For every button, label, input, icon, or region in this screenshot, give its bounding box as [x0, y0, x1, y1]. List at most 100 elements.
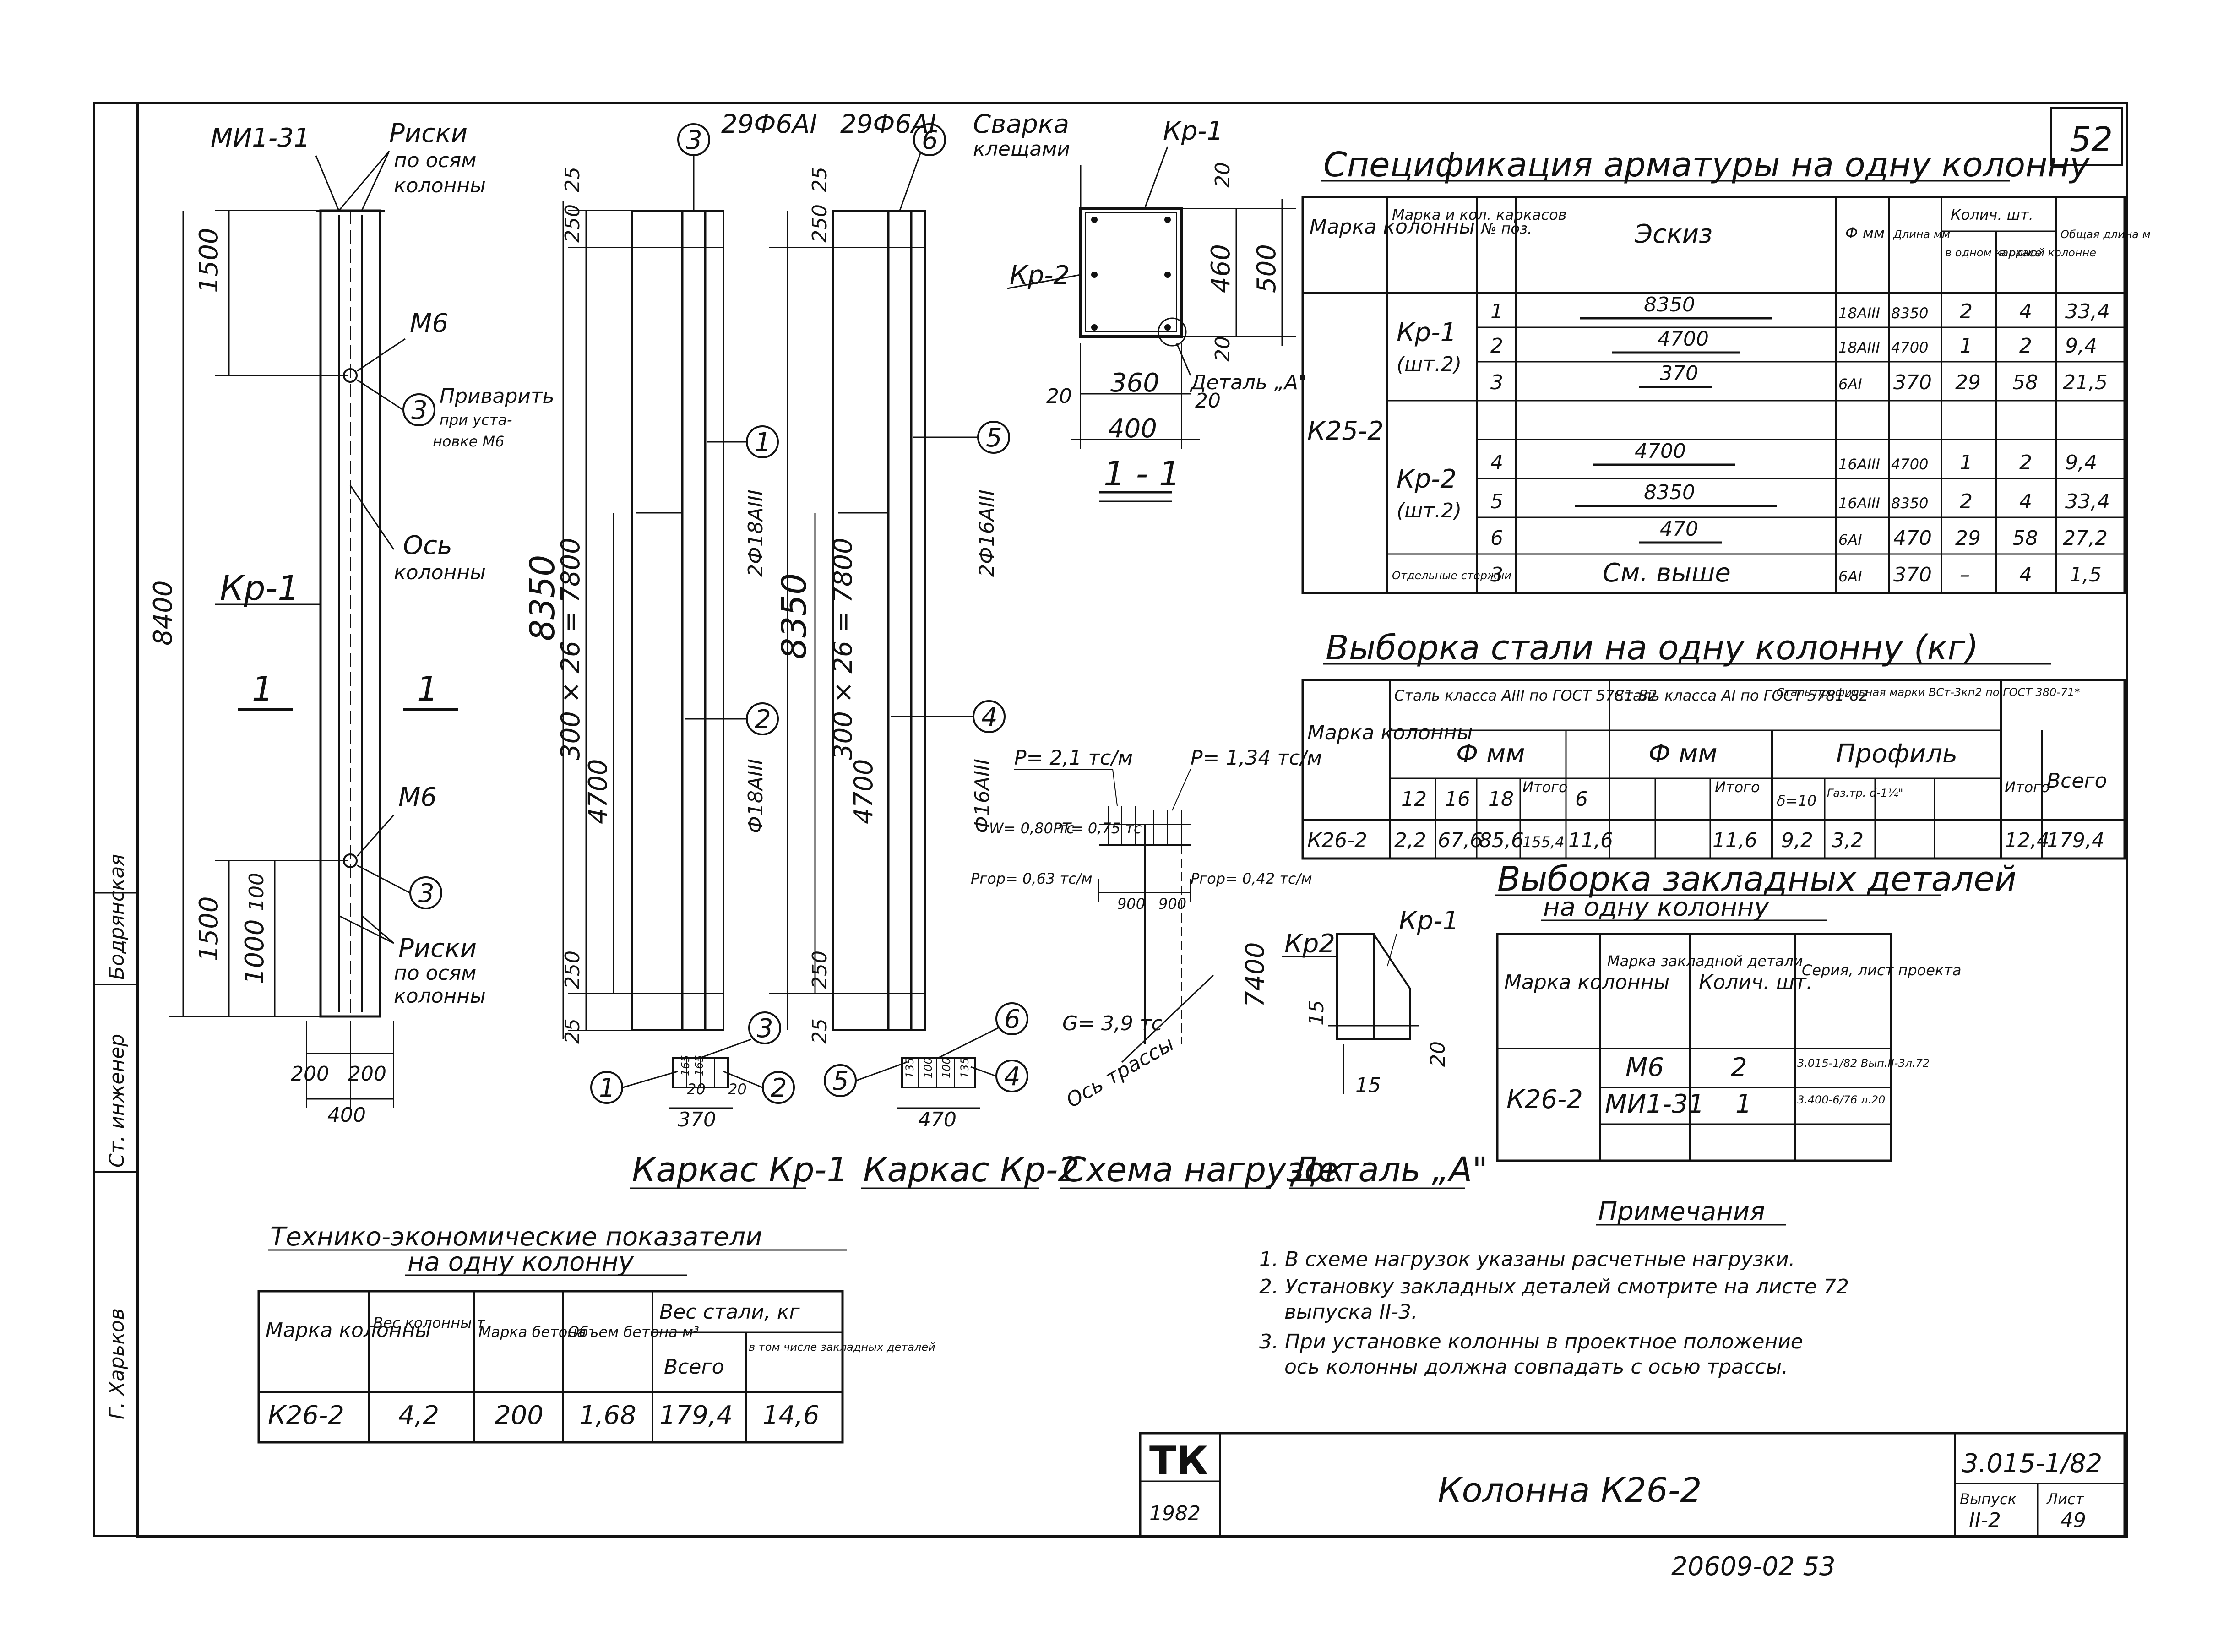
svg-text:6АI: 6АI [1838, 375, 1862, 393]
svg-text:470: 470 [1660, 517, 1698, 541]
stamp-city: Г. Харьков [105, 1308, 129, 1419]
svg-text:1,5: 1,5 [2070, 563, 2102, 587]
svg-text:4,2: 4,2 [398, 1401, 439, 1430]
tk-logo: ТК [1149, 1438, 1208, 1484]
svg-text:Всего: Всего [664, 1355, 724, 1379]
svg-text:–: – [1960, 563, 1970, 587]
svg-text:Кр-2: Кр-2 [1010, 261, 1070, 290]
svg-text:К26-2: К26-2 [1307, 829, 1367, 852]
svg-text:Ф16АIII: Ф16АIII [971, 759, 994, 833]
svg-text:2: 2 [755, 705, 771, 734]
svg-text:4700: 4700 [583, 759, 613, 824]
svg-text:Марка колонны: Марка колонны [1504, 971, 1669, 994]
svg-text:ось колонны должна совпадать с: ось колонны должна совпадать с осью трас… [1284, 1355, 1788, 1379]
svg-text:М6: М6 [1625, 1053, 1664, 1082]
svg-text:100: 100 [940, 1057, 953, 1078]
svg-text:8350: 8350 [1644, 481, 1695, 504]
svg-text:при уста-: при уста- [440, 411, 512, 429]
frame-kp1-view: 25 250 300 × 26 = 7800 4700 8350 250 25 … [523, 109, 848, 1190]
svg-text:2,2: 2,2 [1394, 829, 1426, 852]
svg-text:2: 2 [1490, 334, 1503, 358]
svg-text:8350: 8350 [1644, 293, 1695, 316]
svg-text:Кр-1: Кр-1 [1397, 318, 1457, 348]
svg-text:16: 16 [1445, 788, 1470, 811]
svg-text:29: 29 [1955, 527, 1981, 550]
svg-text:Колич. шт.: Колич. шт. [1699, 971, 1813, 994]
svg-text:колонны: колонны [394, 174, 486, 197]
svg-text:250: 250 [561, 951, 584, 989]
svg-text:6: 6 [1575, 788, 1588, 811]
svg-text:18: 18 [1488, 788, 1514, 811]
caption-detail-a: Деталь „А" [1290, 1150, 1488, 1190]
svg-text:20: 20 [687, 1081, 706, 1098]
svg-text:1: 1 [1490, 300, 1503, 323]
svg-text:Риски: Риски [389, 119, 468, 148]
svg-text:11,6: 11,6 [1568, 829, 1613, 852]
frame-kp2-view: 25 250 300 × 26 = 7800 4700 8350 250 25 … [769, 109, 1079, 1190]
svg-text:Лист: Лист [2046, 1490, 2084, 1508]
svg-text:4: 4 [1004, 1062, 1021, 1092]
svg-text:25: 25 [808, 1018, 832, 1044]
svg-text:Ось трассы: Ось трассы [1062, 1032, 1178, 1112]
svg-text:выпуска II-3.: выпуска II-3. [1284, 1300, 1418, 1324]
svg-text:1982: 1982 [1149, 1502, 1201, 1525]
svg-text:370: 370 [1893, 371, 1932, 394]
rebar-spec-table: Спецификация арматуры на одну колонну Ма… [1301, 145, 2151, 594]
svg-text:3: 3 [411, 396, 428, 425]
left-stamp-strip [93, 102, 138, 1537]
svg-text:4: 4 [2019, 300, 2032, 323]
svg-text:№ поз.: № поз. [1480, 220, 1532, 237]
svg-text:Примечания: Примечания [1598, 1197, 1765, 1227]
svg-text:20: 20 [1195, 389, 1221, 413]
svg-text:МИ1-31: МИ1-31 [1605, 1089, 1704, 1119]
svg-text:P= 2,1 тс/м: P= 2,1 тс/м [1014, 746, 1133, 770]
svg-text:200: 200 [495, 1401, 544, 1430]
svg-text:М6: М6 [398, 783, 437, 812]
svg-text:3.400-6/76 л.20: 3.400-6/76 л.20 [1797, 1093, 1885, 1106]
svg-text:Серия, лист проекта: Серия, лист проекта [1802, 962, 1961, 979]
steel-selection-table: Выборка стали на одну колонну (кг) Марка… [1301, 628, 2126, 860]
svg-text:в том числе закладных деталей: в том числе закладных деталей [749, 1341, 935, 1353]
detail-a-view: Кр2 Кр-1 15 15 20 Деталь „А" [1282, 906, 1488, 1190]
svg-text:Кр-1: Кр-1 [220, 569, 299, 608]
sheet-number: 52 [2070, 120, 2113, 159]
svg-text:900: 900 [1158, 895, 1186, 913]
svg-text:G= 3,9 тс: G= 3,9 тс [1062, 1012, 1163, 1035]
svg-text:1: 1 [1735, 1089, 1752, 1119]
svg-text:Газ.тр. d-1¼": Газ.тр. d-1¼" [1827, 787, 1903, 799]
caption-kp2: Каркас Кр-2 [863, 1150, 1079, 1190]
svg-text:14,6: 14,6 [762, 1401, 820, 1430]
svg-text:200: 200 [291, 1062, 329, 1086]
svg-text:460: 460 [1206, 244, 1236, 293]
svg-text:Сталь класса АIII по ГОСТ 5781: Сталь класса АIII по ГОСТ 5781-82 [1394, 687, 1657, 704]
svg-text:25: 25 [561, 1018, 584, 1044]
svg-text:3: 3 [1490, 563, 1503, 587]
load-scheme-view: P= 2,1 тс/м P= 1,34 тс/м W= 0,80 тс PT= … [971, 746, 1346, 1190]
svg-text:370: 370 [678, 1108, 716, 1131]
svg-text:1500: 1500 [194, 228, 224, 293]
svg-text:Ф18АIII: Ф18АIII [744, 759, 767, 833]
stamp-name: Бодрянская [105, 854, 129, 980]
svg-text:Колич. шт.: Колич. шт. [1951, 206, 2033, 223]
svg-text:179,4: 179,4 [2047, 829, 2104, 852]
svg-text:1. В схеме нагрузок указаны ра: 1. В схеме нагрузок указаны расчетные на… [1259, 1248, 1795, 1271]
svg-text:12: 12 [1401, 788, 1427, 811]
svg-text:16АIII: 16АIII [1838, 495, 1880, 512]
svg-text:20: 20 [1211, 162, 1234, 188]
svg-text:Итого: Итого [1522, 778, 1568, 796]
svg-text:25: 25 [808, 167, 832, 192]
svg-text:100: 100 [922, 1057, 935, 1078]
svg-text:4: 4 [2019, 563, 2032, 587]
svg-text:Кр2: Кр2 [1284, 929, 1335, 959]
svg-text:20: 20 [1046, 385, 1072, 408]
svg-text:1: 1 [417, 669, 438, 709]
svg-text:4700: 4700 [1658, 327, 1709, 351]
svg-text:Pгор= 0,42 тс/м: Pгор= 0,42 тс/м [1191, 870, 1312, 887]
svg-text:Объем бетона м³: Объем бетона м³ [568, 1323, 699, 1341]
notes-block: Примечания 1. В схеме нагрузок указаны р… [1259, 1197, 1849, 1379]
svg-text:PT= 0,75 тс: PT= 0,75 тс [1053, 820, 1142, 837]
svg-text:2Ф16АIII: 2Ф16АIII [975, 489, 999, 577]
spec-title: Спецификация арматуры на одну колонну [1323, 145, 2090, 185]
svg-text:67,6: 67,6 [1438, 829, 1483, 852]
svg-text:58: 58 [2012, 371, 2038, 394]
